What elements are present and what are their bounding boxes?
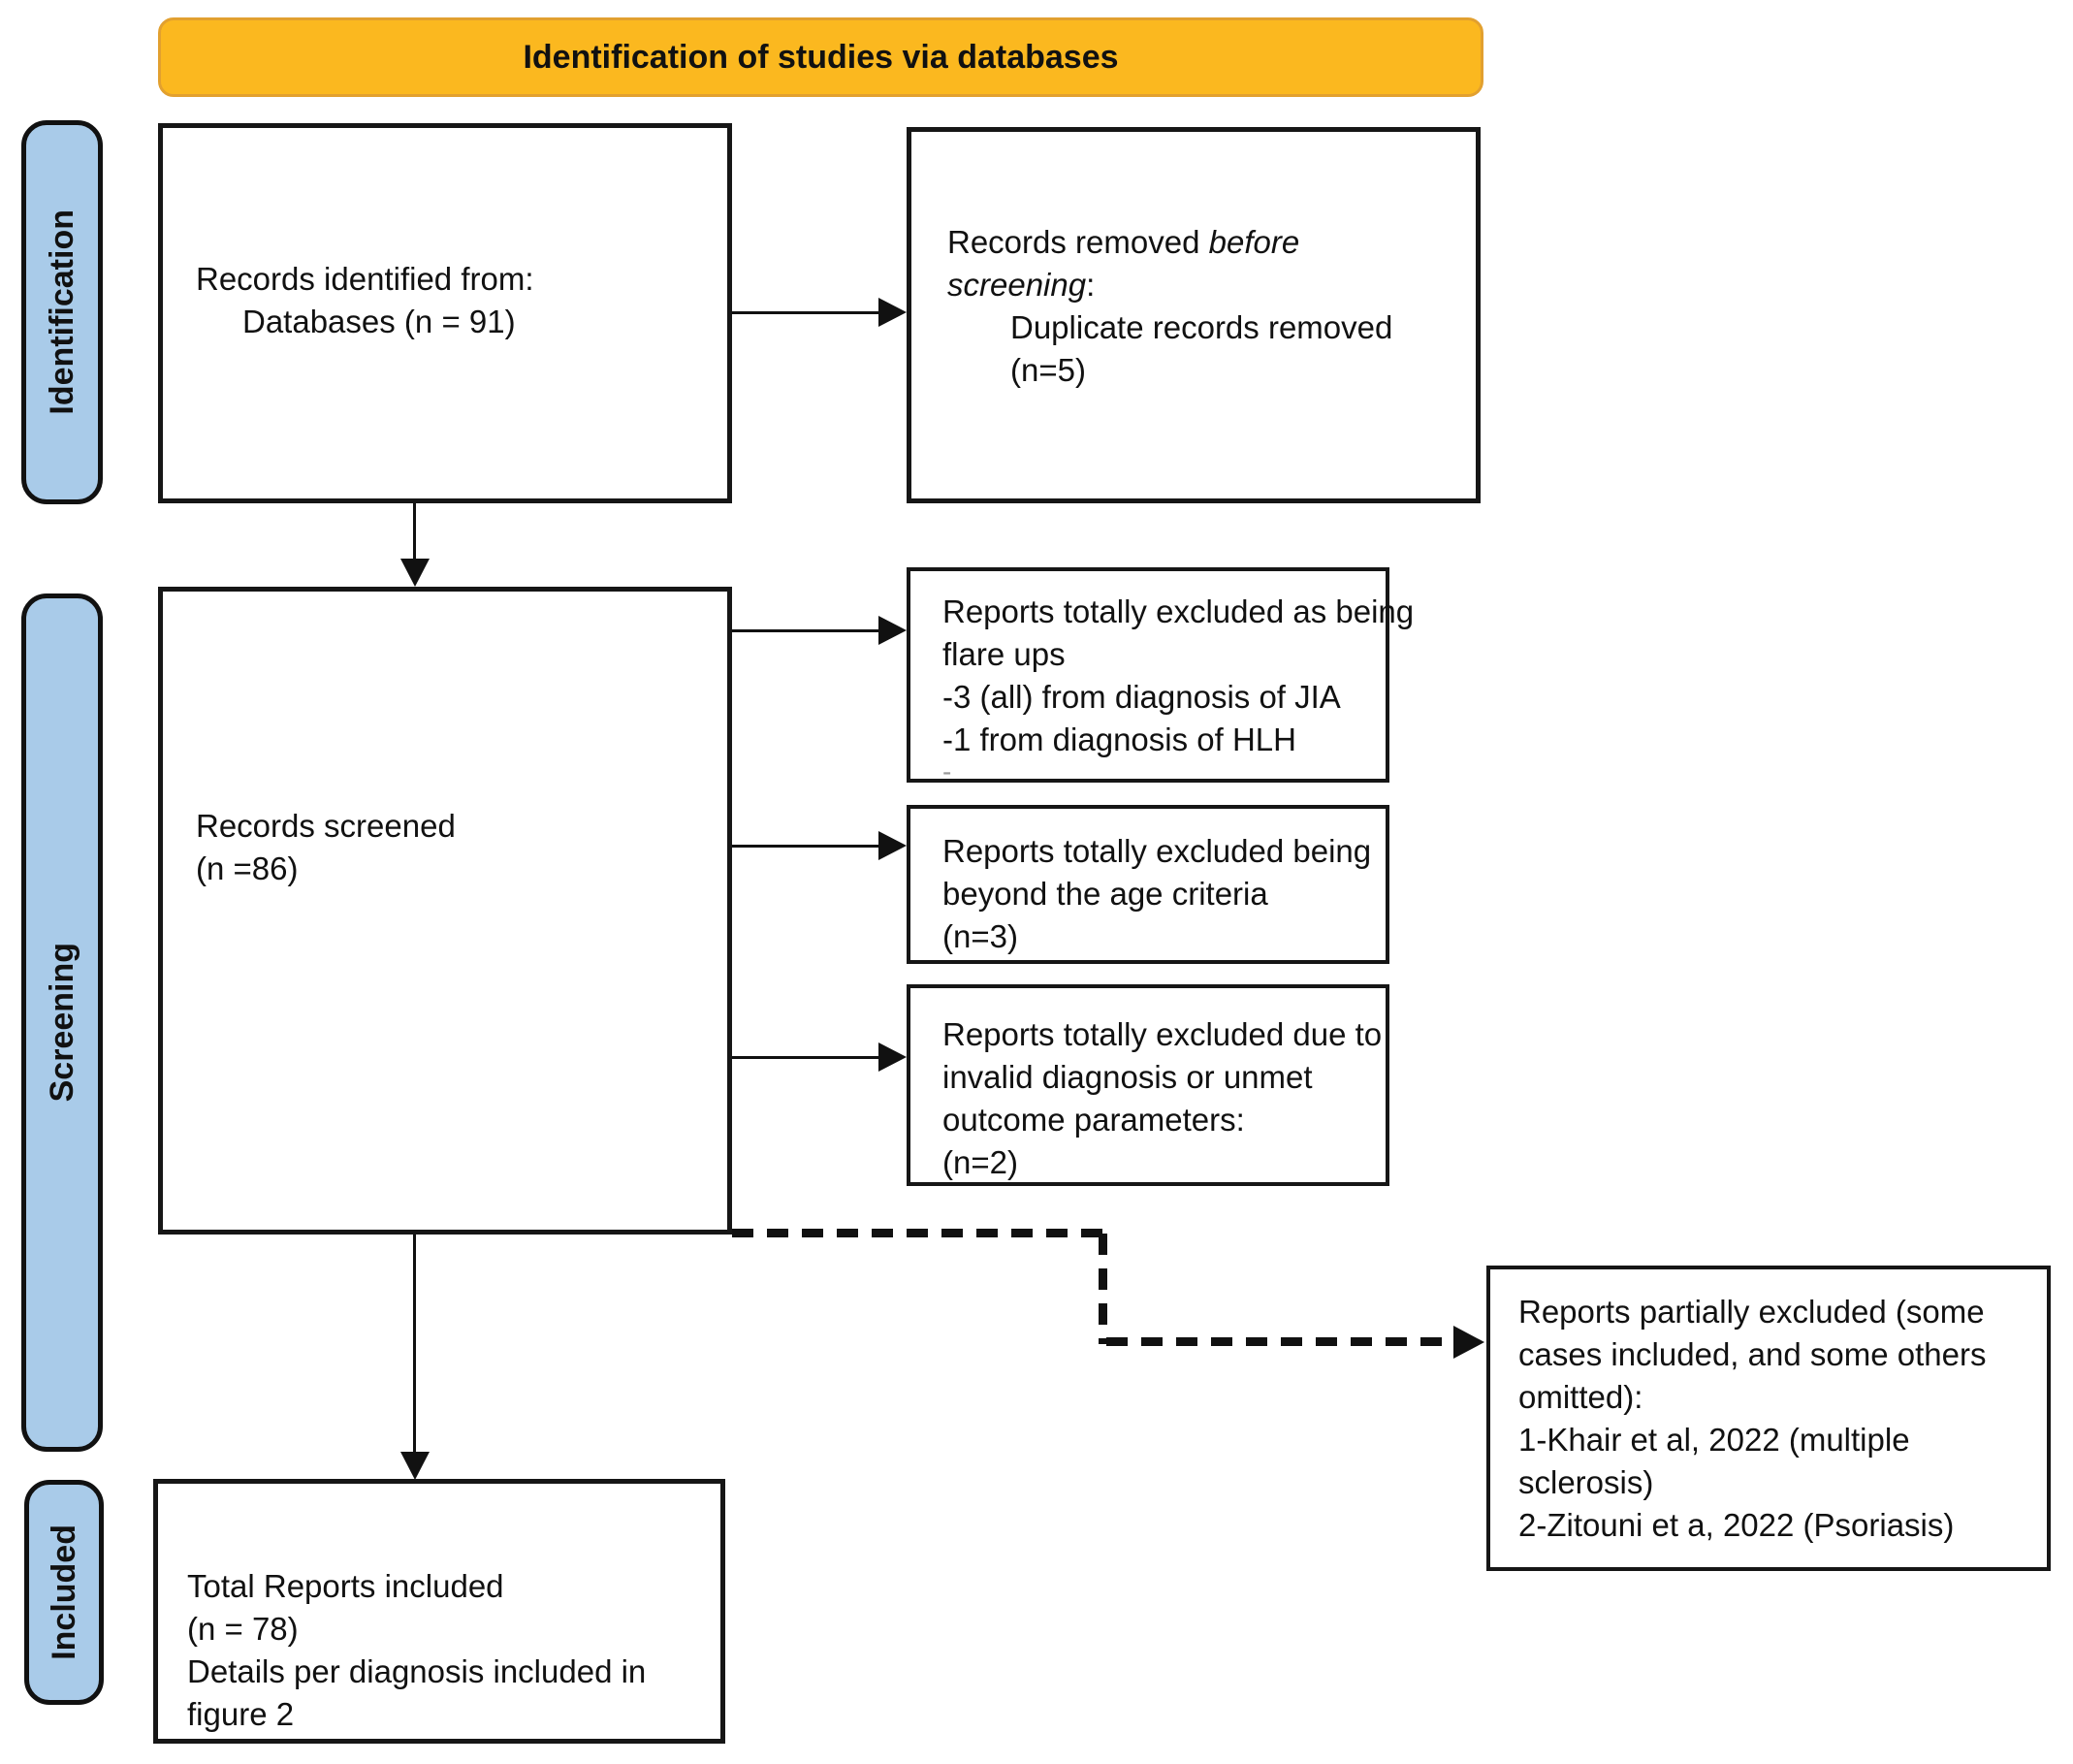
total-included-detail: Details per diagnosis included in [187, 1653, 647, 1689]
stage-identification-label: Identification [43, 209, 80, 415]
records-removed-colon: : [1086, 267, 1096, 303]
excluded-age-line: Reports totally excluded being [942, 833, 1372, 869]
excluded-flare-line: flare ups [942, 636, 1066, 672]
records-removed-italic-screening: screening [947, 267, 1087, 303]
partially-excluded-line: Reports partially excluded (some [1518, 1294, 1985, 1330]
excluded-flare-line: -1 from diagnosis of HLH [942, 722, 1296, 757]
partially-excluded-study1-cont: sclerosis) [1518, 1464, 1654, 1500]
records-removed-text: Records removed [947, 224, 1209, 260]
records-removed-line2: screening: [947, 264, 1466, 306]
records-identified-count: Databases (n = 91) [242, 304, 516, 339]
excluded-invalid-count: (n=2) [942, 1144, 1018, 1180]
excluded-flare-trailing-dash: - [942, 756, 952, 786]
partially-excluded-line: omitted): [1518, 1379, 1643, 1415]
duplicates-removed-line: Duplicate records removed [1010, 309, 1393, 345]
stage-identification: Identification [21, 120, 103, 504]
total-included-detail-cont: figure 2 [187, 1696, 295, 1732]
box-records-removed: Records removed before screening: Duplic… [907, 127, 1481, 503]
box-records-screened: Records screened (n =86) [158, 587, 732, 1235]
records-screened-line: Records screened [196, 808, 456, 844]
box-excluded-age-criteria: Reports totally excluded being beyond th… [907, 805, 1389, 964]
box-records-identified: Records identified from: Databases (n = … [158, 123, 732, 503]
total-included-count: (n = 78) [187, 1611, 299, 1647]
partially-excluded-line: cases included, and some others [1518, 1336, 1987, 1372]
banner-identification-of-studies: Identification of studies via databases [158, 17, 1483, 97]
total-included-line: Total Reports included [187, 1568, 504, 1604]
banner-label: Identification of studies via databases [523, 38, 1119, 76]
excluded-invalid-line: outcome parameters: [942, 1102, 1245, 1138]
excluded-flare-line: Reports totally excluded as being [942, 593, 1415, 629]
stage-included-label: Included [45, 1524, 82, 1660]
stage-screening-label: Screening [43, 943, 80, 1103]
excluded-flare-line: -3 (all) from diagnosis of JIA [942, 679, 1341, 715]
box-total-included: Total Reports included (n = 78) Details … [153, 1479, 725, 1744]
excluded-invalid-line: Reports totally excluded due to [942, 1016, 1383, 1052]
stage-included: Included [24, 1480, 104, 1705]
records-removed-italic-before: before [1208, 224, 1300, 260]
excluded-age-line: beyond the age criteria [942, 876, 1268, 912]
records-identified-line: Records identified from: [196, 261, 534, 297]
stage-screening: Screening [21, 593, 103, 1452]
box-partially-excluded: Reports partially excluded (some cases i… [1486, 1266, 2051, 1571]
box-excluded-invalid-diagnosis: Reports totally excluded due to invalid … [907, 984, 1389, 1186]
records-removed-line1: Records removed before [947, 221, 1466, 264]
partially-excluded-study2: 2-Zitouni et a, 2022 (Psoriasis) [1518, 1507, 1955, 1543]
excluded-invalid-line: invalid diagnosis or unmet [942, 1059, 1313, 1095]
box-excluded-flare-ups: Reports totally excluded as being flare … [907, 567, 1415, 786]
duplicates-removed-count: (n=5) [1010, 352, 1086, 388]
partially-excluded-study1: 1-Khair et al, 2022 (multiple [1518, 1422, 1910, 1458]
excluded-age-count: (n=3) [942, 918, 1018, 954]
records-screened-count: (n =86) [196, 850, 299, 886]
